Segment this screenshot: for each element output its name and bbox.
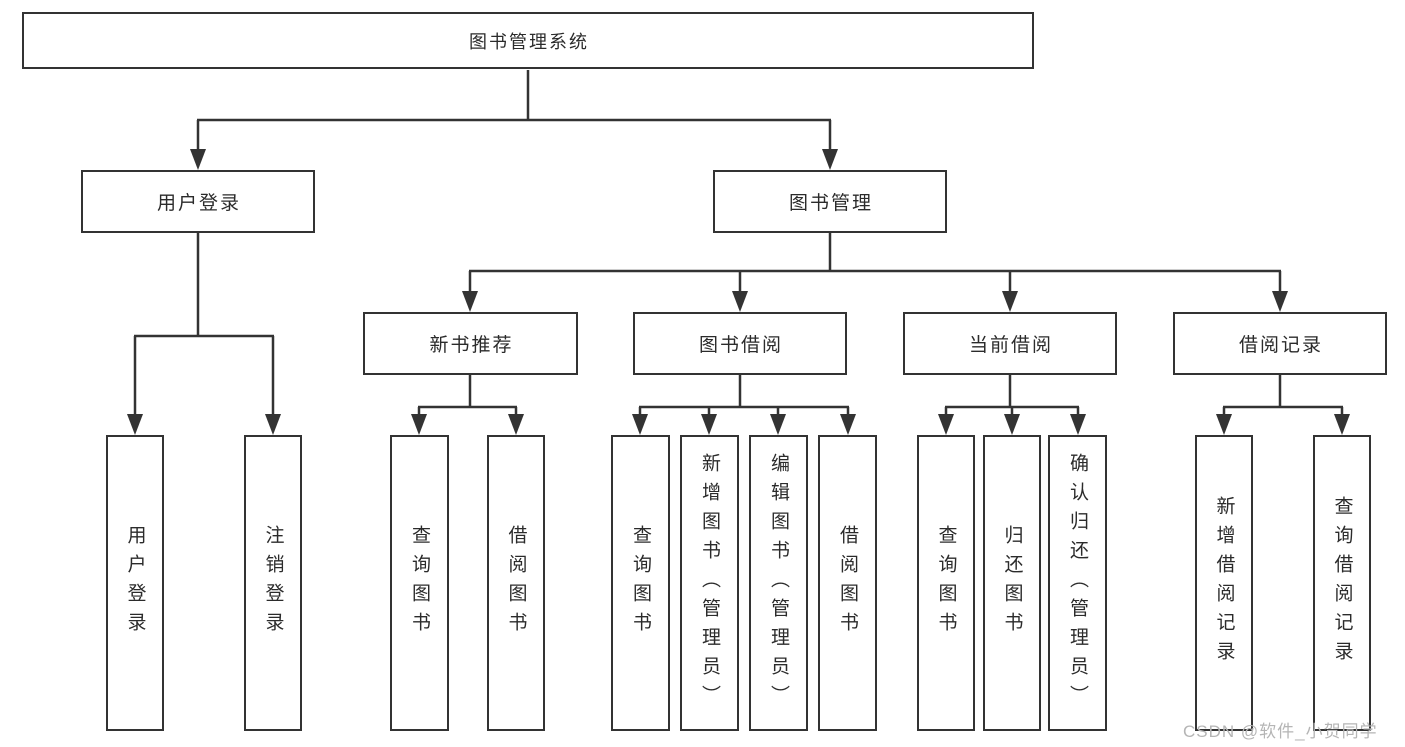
node-label: 借阅图书 xyxy=(837,525,858,641)
arrow-down-icon xyxy=(1272,291,1288,312)
node-label: 新增借阅记录 xyxy=(1213,496,1235,670)
node-label: 借阅图书 xyxy=(505,525,527,641)
node-label: 查询图书 xyxy=(409,525,430,641)
node-book-borrowing: 图书借阅 xyxy=(633,312,847,375)
node-label: 用户登录 xyxy=(156,193,241,214)
node-label: 图书管理系统 xyxy=(469,31,589,52)
node-label: 确认归还（管理员） xyxy=(1067,452,1088,714)
leaf-edit-books-admin: 编辑图书（管理员） xyxy=(749,435,808,731)
leaf-user-login: 用户登录 xyxy=(106,435,164,731)
arrow-down-icon xyxy=(1004,414,1020,435)
arrow-down-icon xyxy=(1216,414,1232,435)
node-label: 新书推荐 xyxy=(429,335,514,356)
connector-paths xyxy=(133,70,1344,416)
node-label: 归还图书 xyxy=(1001,525,1023,641)
leaf-borrow-books-recommend: 借阅图书 xyxy=(487,435,545,731)
arrow-down-icon xyxy=(938,414,954,435)
arrow-down-icon xyxy=(1334,414,1350,435)
arrow-down-icon xyxy=(1002,291,1018,312)
arrow-down-icon xyxy=(840,414,856,435)
node-label: 查询图书 xyxy=(935,525,957,641)
arrow-down-icon xyxy=(190,149,206,170)
leaf-add-books-admin: 新增图书（管理员） xyxy=(680,435,739,731)
leaf-confirm-return-admin: 确认归还（管理员） xyxy=(1048,435,1107,731)
arrow-down-icon xyxy=(265,414,281,435)
leaf-add-borrow-record: 新增借阅记录 xyxy=(1195,435,1253,731)
leaf-query-books-recommend: 查询图书 xyxy=(390,435,449,731)
arrow-down-icon xyxy=(127,414,143,435)
node-label: 新增图书（管理员） xyxy=(699,452,720,714)
node-user-login: 用户登录 xyxy=(81,170,315,233)
leaf-query-borrow-record: 查询借阅记录 xyxy=(1313,435,1371,731)
node-label: 查询借阅记录 xyxy=(1331,496,1353,670)
node-label: 借阅记录 xyxy=(1238,335,1323,356)
node-library-system: 图书管理系统 xyxy=(22,12,1034,69)
leaf-query-books-borrowing: 查询图书 xyxy=(611,435,670,731)
node-borrowing-records: 借阅记录 xyxy=(1173,312,1387,375)
node-label: 当前借阅 xyxy=(968,335,1053,356)
leaf-borrow-books-borrowing: 借阅图书 xyxy=(818,435,877,731)
arrow-down-icon xyxy=(411,414,427,435)
node-label: 用户登录 xyxy=(124,525,146,641)
arrow-down-icon xyxy=(701,414,717,435)
node-new-book-recommend: 新书推荐 xyxy=(363,312,578,375)
node-label: 图书借阅 xyxy=(698,335,783,356)
node-book-management: 图书管理 xyxy=(713,170,947,233)
arrow-down-icon xyxy=(1070,414,1086,435)
leaf-return-books: 归还图书 xyxy=(983,435,1041,731)
csdn-watermark: CSDN @软件_小贺同学 xyxy=(1183,722,1378,741)
arrow-down-icon xyxy=(822,149,838,170)
node-label: 查询图书 xyxy=(630,525,651,641)
arrow-down-icon xyxy=(462,291,478,312)
node-current-borrowing: 当前借阅 xyxy=(903,312,1117,375)
arrow-down-icon xyxy=(770,414,786,435)
arrow-down-icon xyxy=(732,291,748,312)
leaf-query-books-current: 查询图书 xyxy=(917,435,975,731)
arrow-down-icon xyxy=(632,414,648,435)
node-label: 图书管理 xyxy=(788,193,873,214)
node-label: 注销登录 xyxy=(262,525,284,641)
leaf-logout: 注销登录 xyxy=(244,435,302,731)
arrow-down-icon xyxy=(508,414,524,435)
arrowheads xyxy=(127,149,1350,435)
node-label: 编辑图书（管理员） xyxy=(768,452,789,714)
